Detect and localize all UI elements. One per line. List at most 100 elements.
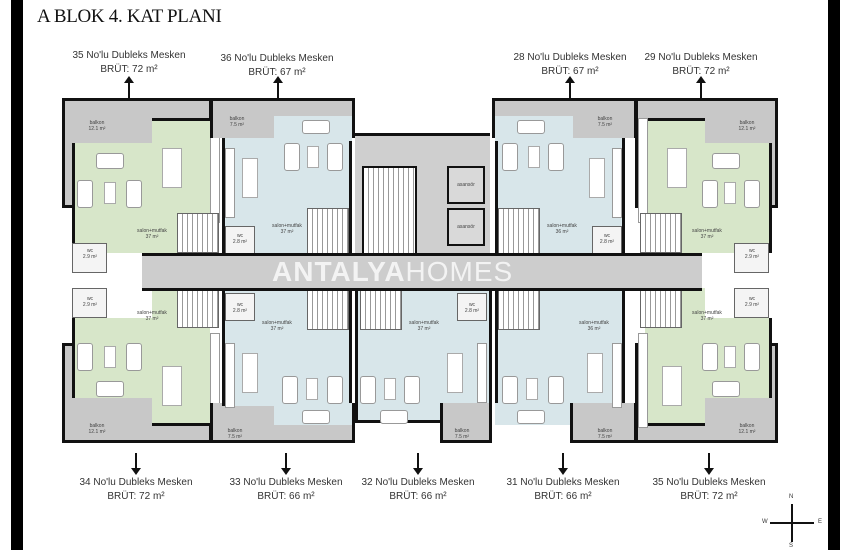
staircase: [498, 290, 540, 330]
unit-label-34-bottom: 34 No'lu Dubleks Mesken BRÜT: 72 m²: [51, 476, 221, 504]
dining-table-icon: [242, 353, 258, 393]
elevator-label: asansör: [457, 182, 475, 188]
unit-area: BRÜT: 72 m²: [680, 491, 738, 502]
unit-area: BRÜT: 66 m²: [534, 491, 592, 502]
unit-label-32-bottom: 32 No'lu Dubleks Mesken BRÜT: 66 m²: [333, 476, 503, 504]
armchair-icon: [744, 180, 760, 208]
main-staircase: [362, 166, 417, 256]
corridor-wall-bottom: [142, 288, 702, 291]
wc-unit-35: [72, 243, 107, 273]
staircase: [640, 288, 682, 328]
staircase: [307, 208, 349, 256]
coffee-table-icon: [307, 146, 319, 168]
arrow-down-icon: [281, 453, 291, 475]
coffee-table-icon: [528, 146, 540, 168]
wc-unit-33: [225, 293, 255, 321]
armchair-icon: [284, 143, 300, 171]
arrow-up-icon: [124, 76, 134, 98]
unit-area: BRÜT: 67 m²: [248, 67, 306, 78]
armchair-icon: [744, 343, 760, 371]
compass-we-needle: [770, 522, 814, 524]
watermark: ANTALYAHOMES: [272, 256, 514, 287]
armchair-icon: [702, 343, 718, 371]
dining-table-icon: [662, 366, 682, 406]
staircase: [177, 213, 219, 253]
unit-area: BRÜT: 67 m²: [541, 66, 599, 77]
compass-south-label: S: [789, 543, 794, 549]
elevator-1: [447, 166, 485, 204]
unit-area: BRÜT: 66 m²: [389, 491, 447, 502]
armchair-icon: [327, 143, 343, 171]
sofa-icon: [96, 153, 124, 169]
unit-label-28-top: 28 No'lu Dubleks Mesken BRÜT: 67 m²: [485, 51, 655, 79]
dining-table-icon: [162, 366, 182, 406]
unit-label-31-bottom: 31 No'lu Dubleks Mesken BRÜT: 66 m²: [478, 476, 648, 504]
unit-name: 36 No'lu Dubleks Mesken: [220, 53, 334, 64]
armchair-icon: [548, 376, 564, 404]
armchair-icon: [360, 376, 376, 404]
sofa-icon: [517, 120, 545, 134]
compass-east-label: E: [818, 519, 823, 525]
sofa-icon: [302, 410, 330, 424]
unit-name: 31 No'lu Dubleks Mesken: [506, 477, 620, 488]
sofa-icon: [712, 381, 740, 397]
armchair-icon: [77, 180, 93, 208]
wc-unit-35-bottom: [734, 288, 769, 318]
unit-area: BRÜT: 72 m²: [672, 66, 730, 77]
coffee-table-icon: [104, 182, 116, 204]
unit-area: BRÜT: 72 m²: [107, 491, 165, 502]
armchair-icon: [502, 376, 518, 404]
armchair-icon: [327, 376, 343, 404]
corridor-wall-top: [142, 253, 702, 256]
armchair-icon: [126, 343, 142, 371]
dining-table-icon: [587, 353, 603, 393]
unit-label-35-top: 35 No'lu Dubleks Mesken BRÜT: 72 m²: [44, 49, 214, 77]
page-title: A BLOK 4. KAT PLANI: [37, 6, 222, 27]
unit-name: 28 No'lu Dubleks Mesken: [513, 52, 627, 63]
unit-label-36-top: 36 No'lu Dubleks Mesken BRÜT: 67 m²: [192, 52, 362, 80]
frame-border-left: [11, 0, 23, 550]
unit-name: 34 No'lu Dubleks Mesken: [79, 477, 193, 488]
armchair-icon: [126, 180, 142, 208]
arrow-up-icon: [696, 76, 706, 98]
dining-table-icon: [242, 158, 258, 198]
coffee-table-icon: [724, 346, 736, 368]
sofa-icon: [302, 120, 330, 134]
dining-table-icon: [162, 148, 182, 188]
arrow-down-icon: [558, 453, 568, 475]
sofa-icon: [96, 381, 124, 397]
elevator-2: [447, 208, 485, 246]
armchair-icon: [502, 143, 518, 171]
coffee-table-icon: [384, 378, 396, 400]
staircase: [177, 288, 219, 328]
unit-name: 32 No'lu Dubleks Mesken: [361, 477, 475, 488]
unit-name: 35 No'lu Dubleks Mesken: [72, 50, 186, 61]
kitchen-counter: [638, 333, 648, 428]
unit-name: 35 No'lu Dubleks Mesken: [652, 477, 766, 488]
armchair-icon: [77, 343, 93, 371]
unit-area: BRÜT: 66 m²: [257, 491, 315, 502]
unit-label-33-bottom: 33 No'lu Dubleks Mesken BRÜT: 66 m²: [201, 476, 371, 504]
coffee-table-icon: [104, 346, 116, 368]
armchair-icon: [404, 376, 420, 404]
coffee-table-icon: [526, 378, 538, 400]
unit-area: BRÜT: 72 m²: [100, 64, 158, 75]
arrow-down-icon: [704, 453, 714, 475]
armchair-icon: [282, 376, 298, 404]
